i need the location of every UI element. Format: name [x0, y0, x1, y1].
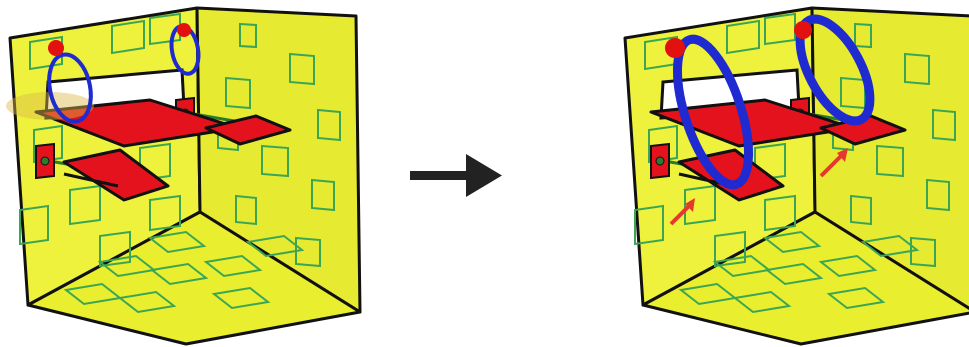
- right-arrow-icon: [410, 154, 502, 197]
- marker-dot: [665, 38, 685, 58]
- pointer-arrow-icon: [669, 198, 695, 226]
- pointer-arrow-icon: [819, 148, 848, 178]
- panel-before: [6, 6, 362, 346]
- loop-left-large: [672, 34, 754, 190]
- marker-dot: [794, 21, 812, 39]
- loop-right-large: [795, 14, 875, 126]
- loop-left-small: [47, 52, 93, 124]
- shadow-glow: [6, 92, 94, 120]
- marker-dot: [48, 40, 64, 56]
- panel-after: [623, 6, 969, 346]
- marker-dot: [177, 23, 191, 37]
